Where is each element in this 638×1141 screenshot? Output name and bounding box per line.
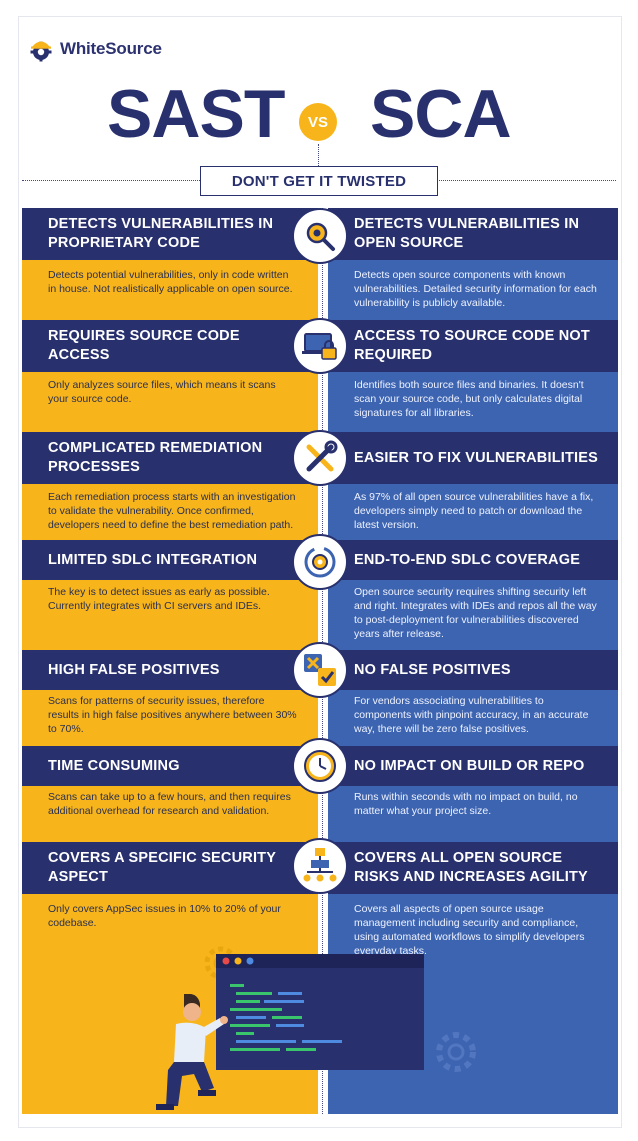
sca-row-title: NO IMPACT ON BUILD OR REPO [328,746,618,786]
wrench-screwdriver-icon [292,430,348,486]
clock-icon [292,738,348,794]
sast-row-desc: Detects potential vulnerabilities, only … [48,269,293,295]
sca-row-title: ACCESS TO SOURCE CODE NOT REQUIRED [328,320,618,372]
sast-row-title: DETECTS VULNERABILITIES IN PROPRIETARY C… [22,208,318,260]
sca-row-desc: As 97% of all open source vulnerabilitie… [354,491,594,531]
sca-row-title: COVERS ALL OPEN SOURCE RISKS AND INCREAS… [328,842,618,894]
sca-row-title: DETECTS VULNERABILITIES IN OPEN SOURCE [328,208,618,260]
sast-row-desc: Scans can take up to a few hours, and th… [48,791,291,817]
x-check-icon [292,642,348,698]
sca-row-desc: Identifies both source files and binarie… [354,379,584,419]
sast-row-desc: Only covers AppSec issues in 10% to 20% … [48,903,281,929]
sca-row-desc: Detects open source components with know… [354,269,597,309]
sast-row-desc: Scans for patterns of security issues, t… [48,695,297,735]
sast-row-desc: Each remediation process starts with an … [48,491,296,531]
title-sast: SAST [107,76,285,152]
code-window-illustration [216,954,424,1070]
comparison-columns: DETECTS VULNERABILITIES IN PROPRIETARY C… [22,208,618,1114]
sast-row-title: COMPLICATED REMEDIATION PROCESSES [22,432,318,484]
sast-row-title: LIMITED SDLC INTEGRATION [22,540,318,580]
sast-row-desc: Only analyzes source files, which means … [48,379,276,405]
sca-row-desc: Covers all aspects of open source usage … [354,903,585,957]
subtitle-banner: DON'T GET IT TWISTED [200,166,438,196]
flowchart-icon [292,838,348,894]
logo-text: WhiteSource [60,39,162,58]
sast-row-title: REQUIRES SOURCE CODE ACCESS [22,320,318,372]
title-divider-line [318,144,319,168]
magnifier-gear-icon [292,208,348,264]
developer-illustration [156,994,228,1110]
gear-decoration-icon [436,1032,476,1072]
logo-helmet-gear-icon [30,41,52,62]
sast-row-desc: The key is to detect issues as early as … [48,586,270,612]
vs-badge: VS [299,103,337,141]
sca-row-title: END-TO-END SDLC COVERAGE [328,540,618,580]
sca-row-desc: Runs within seconds with no impact on bu… [354,791,578,817]
sast-row-title: TIME CONSUMING [22,746,318,786]
sca-row-desc: Open source security requires shifting s… [354,586,597,640]
sca-row-title: EASIER TO FIX VULNERABILITIES [328,432,618,484]
whitesource-logo: WhiteSource [28,36,162,62]
sast-row-title: HIGH FALSE POSITIVES [22,650,318,690]
sca-row-title: NO FALSE POSITIVES [328,650,618,690]
laptop-lock-icon [292,318,348,374]
sast-row-title: COVERS A SPECIFIC SECURITY ASPECT [22,842,318,894]
cycle-gear-icon [292,534,348,590]
sca-row-desc: For vendors associating vulnerabilities … [354,695,589,735]
title-sca: SCA [370,76,512,152]
